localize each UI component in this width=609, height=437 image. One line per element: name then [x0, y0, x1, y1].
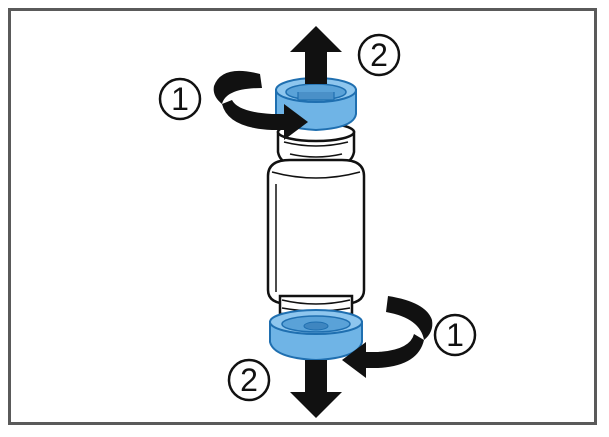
jar — [266, 121, 366, 316]
callout-top-rotate-label: 1 — [171, 81, 189, 117]
bottom-cap — [269, 309, 363, 362]
top-pull-arrow-icon — [290, 26, 342, 84]
callout-bottom-pull: 2 — [227, 358, 271, 402]
jar-body — [266, 158, 366, 306]
callout-top-rotate: 1 — [158, 77, 202, 121]
bottom-rotate-arrow-icon — [342, 296, 433, 378]
callout-top-pull: 2 — [357, 33, 401, 77]
callout-bottom-rotate: 1 — [433, 313, 477, 357]
bottom-pull-arrow-icon — [290, 360, 342, 418]
callout-bottom-pull-label: 2 — [240, 362, 258, 398]
callout-bottom-rotate-label: 1 — [446, 317, 464, 353]
top-rotate-arrow-icon — [213, 70, 308, 140]
callout-top-pull-label: 2 — [370, 37, 388, 73]
